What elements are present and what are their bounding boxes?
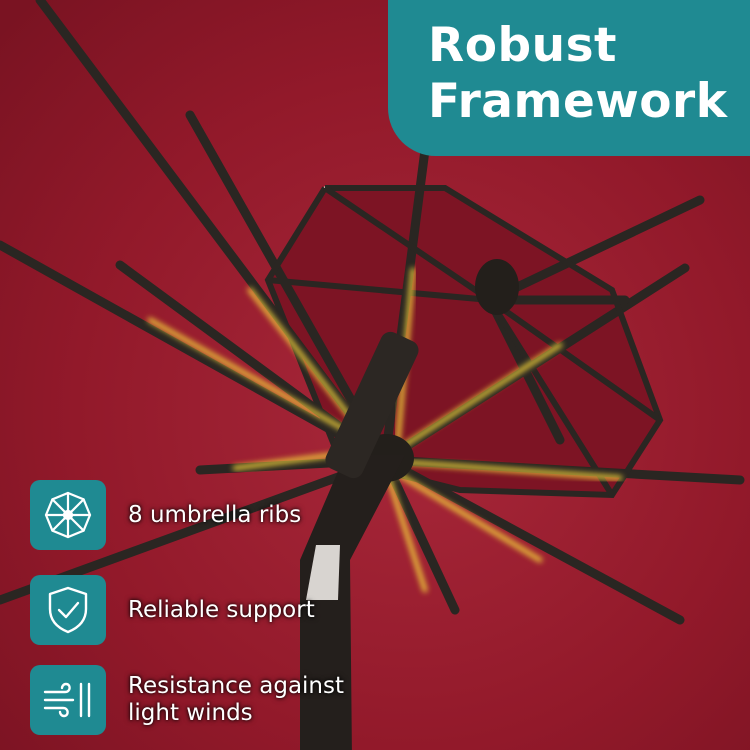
top-hub: [475, 259, 519, 315]
feature-label: 8 umbrella ribs: [128, 501, 302, 528]
umbrella-pole: [300, 455, 405, 750]
title-line-2: Framework: [428, 74, 728, 129]
feature-label: Resistance against light winds: [128, 673, 345, 726]
title-banner: Robust Framework: [388, 0, 750, 156]
feature-umbrella-ribs: 8 umbrella ribs: [30, 480, 301, 550]
umbrella-ribs-icon: [30, 480, 106, 550]
feature-wind-resistance: Resistance against light winds: [30, 665, 344, 735]
shield-check-icon: [30, 575, 106, 645]
pole-top-section: [325, 331, 419, 479]
wind-icon: [30, 665, 106, 735]
pole-crank: [306, 545, 340, 600]
feature-reliable-support: Reliable support: [30, 575, 315, 645]
title-line-1: Robust: [428, 18, 618, 73]
feature-label: Reliable support: [128, 596, 315, 623]
